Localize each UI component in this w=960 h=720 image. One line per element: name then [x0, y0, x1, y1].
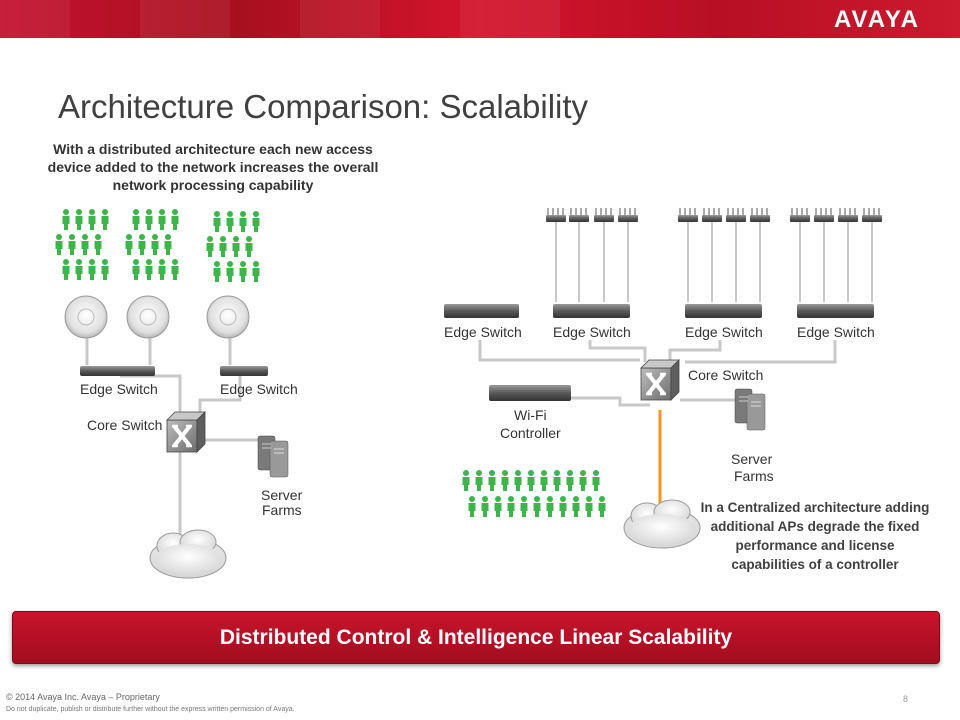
wifi-controller: Wi-Fi Controller — [489, 385, 571, 441]
left-edge-switch-2: Edge Switch — [220, 366, 298, 397]
left-core-switch: Core Switch — [87, 410, 207, 454]
wifi-controller-label-1: Wi-Fi — [514, 407, 547, 423]
left-people-groups — [55, 209, 260, 282]
left-access-points — [64, 295, 250, 339]
architecture-diagram: Edge Switch Edge Switch Core Switch Serv… — [55, 207, 883, 579]
banner-text: Distributed Control & Intelligence Linea… — [219, 626, 733, 649]
right-people-group — [462, 470, 606, 517]
centralized-description: In a Centralized architecture adding add… — [700, 500, 930, 572]
footer-copyright: © 2014 Avaya Inc. Avaya – Proprietary — [6, 692, 160, 702]
slide-title: Architecture Comparison: Scalability — [58, 88, 589, 125]
right-edge-switches: Edge Switch Edge Switch Edge Switch Edge… — [444, 304, 875, 340]
top-bar: AVAYA — [0, 0, 960, 38]
right-cloud-icon — [623, 499, 701, 549]
left-cloud-icon — [149, 529, 227, 579]
right-antenna-aps — [545, 207, 883, 223]
right-edge-switch-label-4: Edge Switch — [797, 324, 875, 340]
bar-tile — [140, 0, 230, 38]
right-edge-switch-label-2: Edge Switch — [553, 324, 631, 340]
left-core-switch-label: Core Switch — [87, 417, 162, 433]
left-server-farms: Server Farms — [257, 435, 303, 518]
distributed-description: With a distributed architecture each new… — [47, 141, 379, 193]
right-core-switch: Core Switch — [639, 358, 763, 402]
left-edge-switch-1-label: Edge Switch — [80, 381, 158, 397]
left-server-label-2: Farms — [262, 502, 302, 518]
right-uplinks — [478, 340, 837, 407]
bar-tile — [0, 0, 70, 38]
left-links — [85, 336, 267, 545]
page-number: 8 — [902, 694, 908, 704]
bar-tile — [300, 0, 380, 38]
conclusion-banner: Distributed Control & Intelligence Linea… — [12, 611, 940, 664]
diagram-svg: Edge Switch Edge Switch Core Switch Serv… — [55, 207, 883, 579]
right-server-label-2: Farms — [734, 468, 774, 484]
right-edge-switch-label-3: Edge Switch — [685, 324, 763, 340]
right-server-label-1: Server — [731, 451, 773, 467]
right-edge-switch-label-1: Edge Switch — [444, 324, 522, 340]
bar-tile — [460, 0, 560, 38]
left-edge-switch-1: Edge Switch — [80, 366, 158, 397]
avaya-logo: AVAYA — [833, 6, 920, 33]
right-core-switch-label: Core Switch — [688, 367, 763, 383]
right-server-farms: Server Farms — [731, 388, 774, 484]
wifi-controller-label-2: Controller — [500, 425, 561, 441]
left-server-label-1: Server — [261, 487, 303, 503]
left-edge-switch-2-label: Edge Switch — [220, 381, 298, 397]
footer-notice: Do not duplicate, publish or distribute … — [6, 706, 295, 713]
right-ap-links — [555, 222, 873, 302]
